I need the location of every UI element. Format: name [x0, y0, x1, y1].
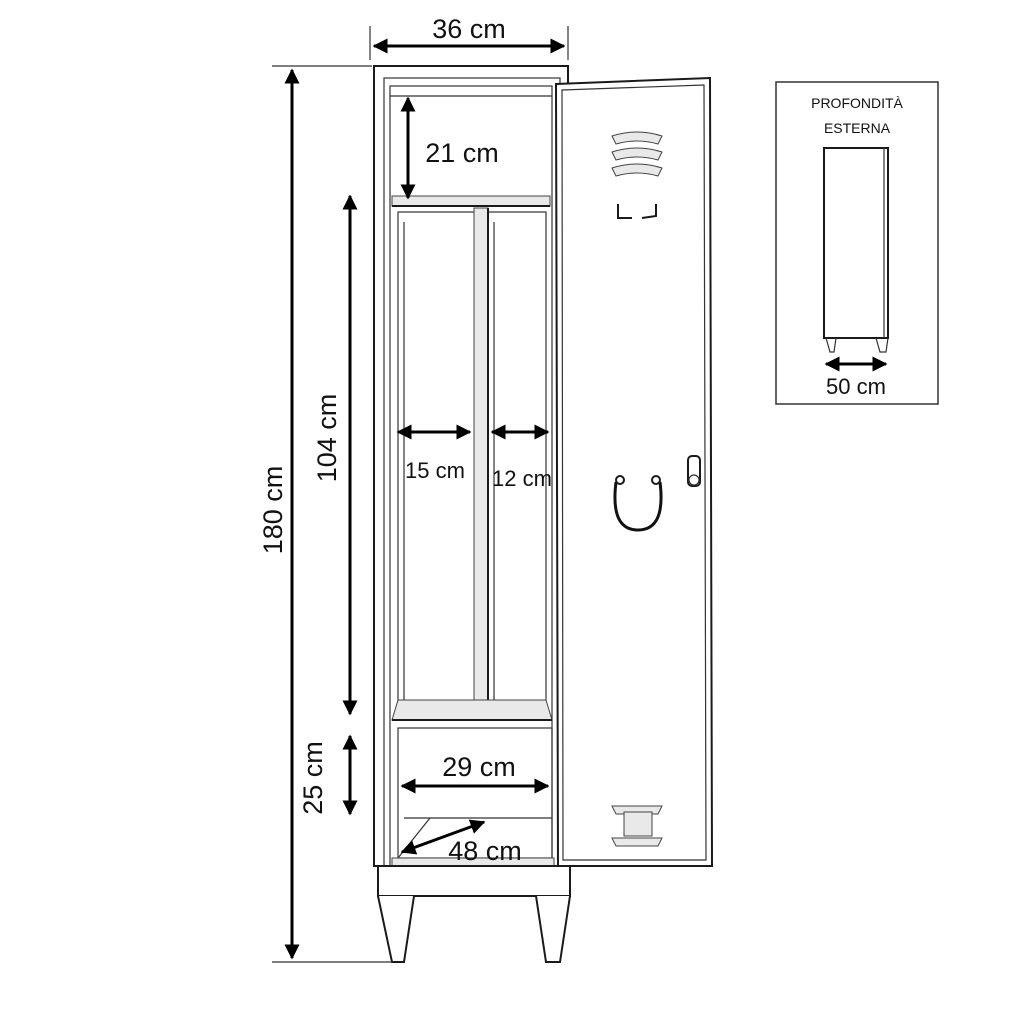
locker-base [377, 865, 571, 963]
inset-title-line2: ESTERNA [824, 120, 891, 136]
door-handle [613, 481, 663, 532]
inset-title-line1: PROFONDITÀ [811, 95, 903, 111]
label-top-shelf: 21 cm [425, 138, 499, 168]
top-shelf [390, 95, 552, 207]
label-left-section: 15 cm [405, 458, 465, 483]
inset-depth-label: 50 cm [826, 374, 886, 399]
left-leg [377, 895, 415, 963]
locker-cabinet [373, 65, 571, 963]
depth-inset: PROFONDITÀ ESTERNA 50 cm [775, 81, 939, 405]
dim-arrow-inner-depth [400, 819, 486, 855]
label-hanging-height: 104 cm [312, 394, 342, 483]
label-width-top: 36 cm [432, 14, 506, 44]
vertical-divider [473, 207, 489, 717]
label-total-height: 180 cm [258, 466, 288, 555]
label-inner-width: 29 cm [442, 752, 516, 782]
lock-icon [687, 455, 701, 487]
locker-door [554, 76, 714, 867]
right-leg [535, 895, 571, 963]
hanging-compartment [391, 207, 553, 721]
label-inner-depth: 48 cm [448, 836, 522, 866]
label-bottom-compartment: 25 cm [298, 741, 328, 815]
door-vent-bottom [611, 805, 663, 847]
door-vent-top [611, 131, 663, 177]
label-right-section: 12 cm [492, 466, 552, 491]
